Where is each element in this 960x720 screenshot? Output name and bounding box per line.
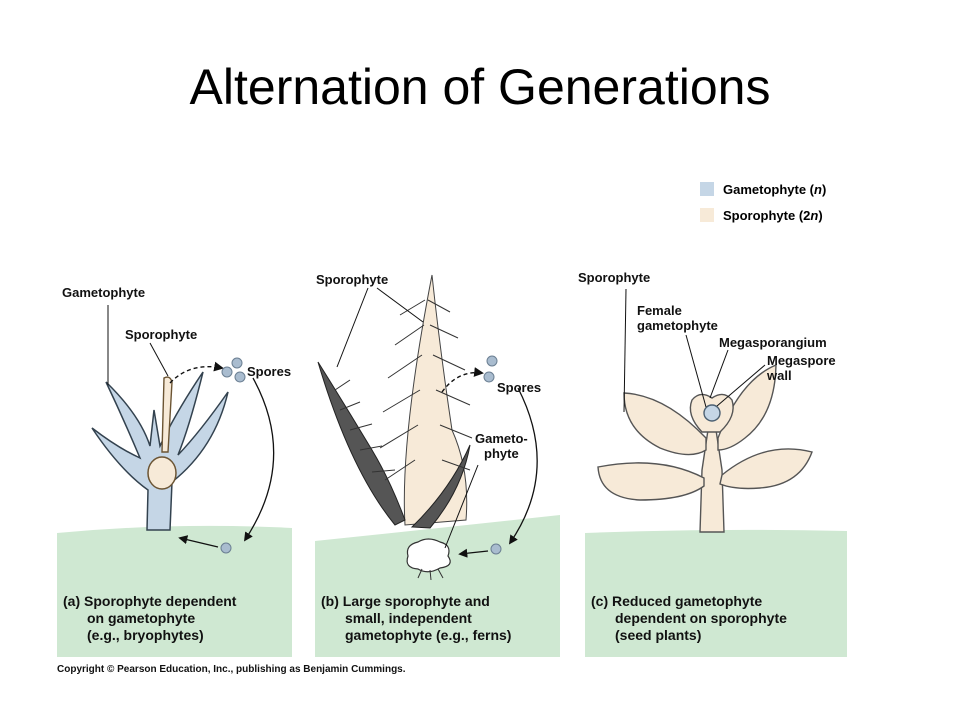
panel-c-female-label-line-2: gametophyte <box>637 318 718 333</box>
panel-c-caption-line-2: dependent on sporophyte <box>615 610 787 626</box>
panel-a-caption-line-3: (e.g., bryophytes) <box>87 627 204 643</box>
panel-a-spore <box>221 366 233 378</box>
panel-b-caption-letter: (b) <box>321 593 339 609</box>
panel-b-sporophyte-label: Sporophyte <box>316 272 389 287</box>
panel-b-caption-line-3: gametophyte (e.g., ferns) <box>345 627 512 643</box>
panel-a-spores-label: Spores <box>247 364 292 379</box>
panel-b-right-frond <box>410 444 471 529</box>
panel-b-caption-line-2: small, independent <box>345 610 472 626</box>
panel-a-spore <box>234 371 246 383</box>
panel-c-megasporangium-label: Megasporangium <box>719 335 827 350</box>
legend-gametophyte-label: Gametophyte (n) <box>723 182 826 197</box>
panel-b-gametophyte-pointer <box>444 464 479 549</box>
panel-c-ground <box>585 529 847 657</box>
legend-sporophyte-prefix: Sporophyte (2 <box>723 207 811 223</box>
panel-c-female-gametophyte-label: Female gametophyte <box>637 303 718 333</box>
panel-b-gametophyte-label: Gameto- phyte <box>475 431 528 461</box>
panel-c-caption-line-3: (seed plants) <box>615 627 702 643</box>
panel-b-rhizoids <box>417 568 444 581</box>
panel-b-caption-line-1: Large sporophyte and <box>342 593 490 609</box>
panel-b-caption: (b) Large sporophyte and small, independ… <box>321 593 551 644</box>
panel-c-caption: (c) Reduced gametophyte dependent on spo… <box>591 593 841 644</box>
panel-a-release-arrow <box>169 361 224 384</box>
panel-b-spore <box>483 371 495 383</box>
panel-a-gametophyte-label: Gametophyte <box>62 285 146 300</box>
panel-c-left-leaf <box>597 462 705 501</box>
panel-c-sporophyte-pointer <box>623 288 627 413</box>
panel-c-megaspore-label-line-2: wall <box>767 368 792 383</box>
panel-b-spores-label: Spores <box>497 380 542 395</box>
panel-b-gametophyte-label-line-1: Gameto- <box>475 431 528 446</box>
legend-sporophyte-label: Sporophyte (2n) <box>723 208 823 223</box>
copyright-notice: Copyright © Pearson Education, Inc., pub… <box>57 664 406 675</box>
panel-b-gametophyte-label-line-2: phyte <box>484 446 519 461</box>
panel-c-sporophyte-label: Sporophyte <box>578 270 651 285</box>
panel-c-female-pointer <box>685 334 707 408</box>
panel-a-caption-line-1: Sporophyte dependent <box>84 593 237 609</box>
panel-c-caption-letter: (c) <box>591 593 609 609</box>
panel-a-sporophyte-label: Sporophyte <box>125 327 198 342</box>
gametophyte-swatch <box>700 182 714 196</box>
panel-c <box>585 288 847 657</box>
legend-item-gametophyte: Gametophyte (n) <box>700 178 826 200</box>
panel-b-release-arrow <box>441 367 484 393</box>
legend-gametophyte-suffix: ) <box>821 181 827 197</box>
panel-c-upper-right-leaf <box>717 363 777 451</box>
panel-a-sporophyte-stalk <box>161 376 173 453</box>
panel-a-spore <box>231 357 243 369</box>
panel-b-sporophyte-pointer <box>376 287 424 323</box>
panel-b-germinating-spore <box>490 543 502 555</box>
panel-b-germination-arrow <box>458 548 489 558</box>
panel-b-main-frond <box>403 274 468 526</box>
legend-gametophyte-prefix: Gametophyte ( <box>723 181 815 197</box>
panel-b-left-frond <box>317 361 406 526</box>
legend: Gametophyte (n) Sporophyte (2n) <box>700 178 826 230</box>
panel-c-upper-left-leaf <box>623 392 707 456</box>
panel-a-caption-letter: (a) <box>63 593 81 609</box>
panel-a-sporophyte-foot <box>147 456 177 490</box>
sporophyte-swatch <box>700 208 714 222</box>
panel-a-caption: (a) Sporophyte dependent on gametophyte … <box>63 593 283 644</box>
panel-a-sporophyte-pointer <box>149 342 169 377</box>
panel-c-female-gametophyte <box>703 404 721 422</box>
panel-b-frond-pinnae <box>334 299 473 481</box>
panel-c-female-label-line-1: Female <box>637 303 682 318</box>
panel-b <box>315 274 560 657</box>
panel-c-megaspore-label-line-1: Megaspore <box>767 353 836 368</box>
panel-b-spore <box>486 355 498 367</box>
panel-b-sporophyte-pointer-2 <box>336 287 369 368</box>
panel-c-megaspore-wall-label: Megaspore wall <box>767 353 836 383</box>
panel-a-dispersal-arrow <box>243 377 275 542</box>
panel-b-dispersal-arrow <box>508 387 538 545</box>
slide-title: Alternation of Generations <box>189 59 771 115</box>
panel-a <box>57 305 292 657</box>
panel-c-megaspore-pointer <box>716 364 766 407</box>
panel-c-caption-line-1: Reduced gametophyte <box>612 593 763 609</box>
panel-b-gametophyte-prothallus <box>406 538 451 573</box>
legend-sporophyte-n: n <box>810 207 819 223</box>
panel-a-ground <box>57 525 292 657</box>
legend-item-sporophyte: Sporophyte (2n) <box>700 204 826 226</box>
legend-sporophyte-suffix: ) <box>818 207 823 223</box>
panel-a-gametophyte-plant <box>91 371 229 531</box>
panel-a-germinating-spore <box>220 542 232 554</box>
legend-gametophyte-n: n <box>814 181 822 197</box>
panel-c-right-leaf <box>719 448 813 490</box>
panel-a-germination-arrow <box>178 535 219 548</box>
panel-c-megasporangium-pointer <box>709 349 729 399</box>
panel-a-caption-line-2: on gametophyte <box>87 610 196 626</box>
